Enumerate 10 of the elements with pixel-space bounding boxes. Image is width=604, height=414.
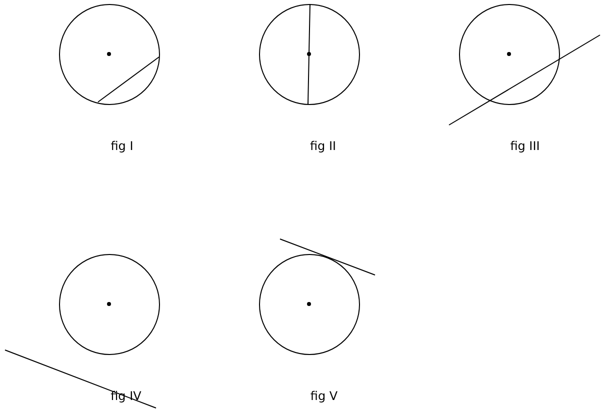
circle [258, 4, 360, 104]
figure-caption: fig II [310, 139, 336, 153]
figure-caption: fig V [310, 389, 338, 403]
figure-caption: fig III [510, 139, 540, 153]
circle [58, 4, 160, 104]
figure-caption: fig IV [110, 389, 142, 403]
figure-caption: fig I [110, 139, 134, 153]
circle [258, 254, 360, 354]
circle [458, 4, 560, 104]
circle [58, 254, 160, 354]
